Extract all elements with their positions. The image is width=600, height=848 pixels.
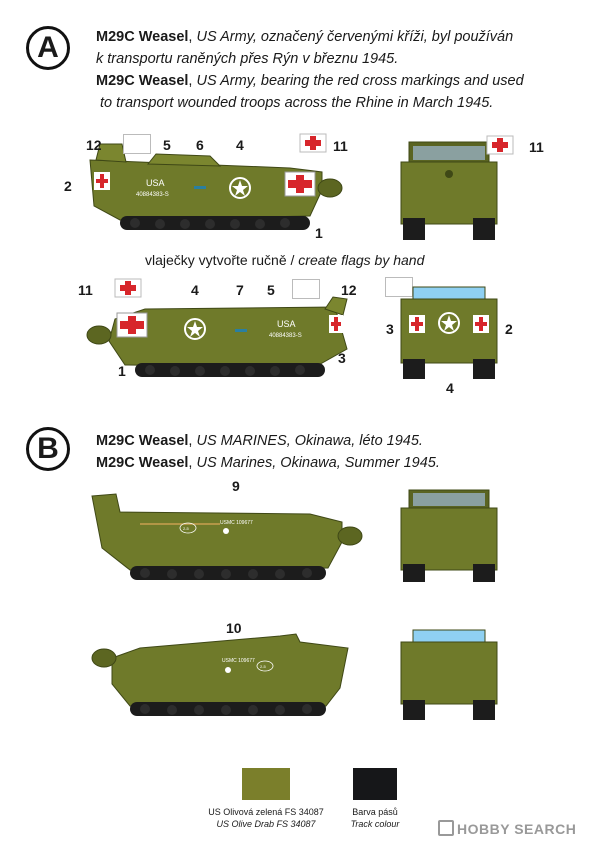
swatch-olive-label-cz: US Olivová zelená FS 34087 [208,807,324,817]
callout-a2-12: 12 [341,282,357,298]
hobby-search-logo-text: HOBBY SEARCH [457,821,577,837]
marking-usmc-b2: USMC 109677 [222,658,255,664]
vehicle-a-side-1: USA 40884383-S [89,143,343,230]
flags-note-cz: vlaječky vytvořte ručně / [145,252,295,268]
red-cross-flag-a1 [299,133,327,157]
flag-blank-a2 [292,279,320,299]
vehicle-b-side-1: 2-5 USMC 109677 [91,493,363,580]
vehicle-a-rear-2 [400,286,498,379]
flag-blank-a1 [123,134,151,154]
callout-a1-5: 5 [163,137,171,153]
swatch-track-label-cz: Barva pásů [352,807,398,817]
marking-serial-a2: 40884383-S [269,333,302,339]
hobby-search-logo-icon [438,820,454,836]
callout-a2-3: 3 [338,350,346,366]
caption-a4-desc: to transport wounded troops across the R… [100,95,494,111]
section-b-badge: B [26,427,70,471]
flags-note-en: create flags by hand [298,252,425,268]
caption-a1-desc: US Army, označený červenými kříži, byl p… [196,29,514,45]
callout-a1-4: 4 [236,137,244,153]
caption-a3-name: M29C Weasel [96,73,189,89]
caption-a1-name: M29C Weasel [96,29,189,45]
section-a-badge: A [26,26,70,70]
callout-a1-1: 1 [315,225,323,241]
caption-b1-desc: US MARINES, Okinawa, léto 1945. [196,433,423,449]
callout-a2-5: 5 [267,282,275,298]
section-a-letter: A [37,31,59,64]
vehicle-b-rear-1 [400,489,498,582]
callout-a-rear-11: 11 [529,139,544,155]
caption-b1-name: M29C Weasel [96,433,189,449]
swatch-track-label-en: Track colour [350,819,400,829]
hobby-search-logo: HOBBY SEARCH [438,820,576,837]
marking-serial-a1: 40884383-S [136,192,169,198]
red-cross-flag-a-rear [486,135,514,159]
vehicle-a-rear-1 [400,141,498,240]
callout-a2-7: 7 [236,282,244,298]
caption-b2-name: M29C Weasel [96,455,189,471]
section-a-caption: M29C Weasel, US Army, označený červenými… [96,29,524,111]
marking-usmc-b1: USMC 109677 [220,520,253,526]
callout-b2-10: 10 [226,620,242,636]
swatch-track-label: Barva pásů Track colour [325,806,425,830]
caption-a3-desc: US Army, bearing the red cross markings … [196,73,524,89]
vehicle-b-side-2: USMC 109677 2-5 [91,633,349,716]
vehicle-a-side-2: USA 40884383-S [86,296,348,377]
callout-a-rear2-3: 3 [386,321,394,337]
callout-a2-4: 4 [191,282,199,298]
swatch-olive-label-en: US Olive Drab FS 34087 [216,819,316,829]
callout-a1-11: 11 [333,138,348,154]
callout-a1-2: 2 [64,178,72,194]
section-b-letter: B [37,432,59,465]
circle-mark-b1: 2-5 [183,526,190,531]
caption-a2-desc: k transportu raněných přes Rýn v březnu … [96,51,399,67]
callout-b1-9: 9 [232,478,240,494]
swatch-track [353,768,397,800]
swatch-olive-label: US Olivová zelená FS 34087 US Olive Drab… [196,806,336,830]
vehicle-b-rear-2 [400,629,498,720]
caption-b2-desc: US Marines, Okinawa, Summer 1945. [196,455,440,471]
callout-a-rear2-2: 2 [505,321,513,337]
swatch-olive [242,768,290,800]
section-b-caption: M29C Weasel, US MARINES, Okinawa, léto 1… [96,433,440,471]
callout-a2-11: 11 [78,282,93,298]
marking-usa-a2: USA [277,319,296,329]
callout-a2-1: 1 [118,363,126,379]
red-cross-flag-a2 [114,278,142,302]
callout-a1-6: 6 [196,137,204,153]
callout-a1-12: 12 [86,137,102,153]
marking-usa-a1: USA [146,178,165,188]
callout-a-rear2-4: 4 [446,380,454,396]
flags-note: vlaječky vytvořte ručně / create flags b… [145,252,424,268]
circle-mark-b2: 2-5 [260,664,267,669]
